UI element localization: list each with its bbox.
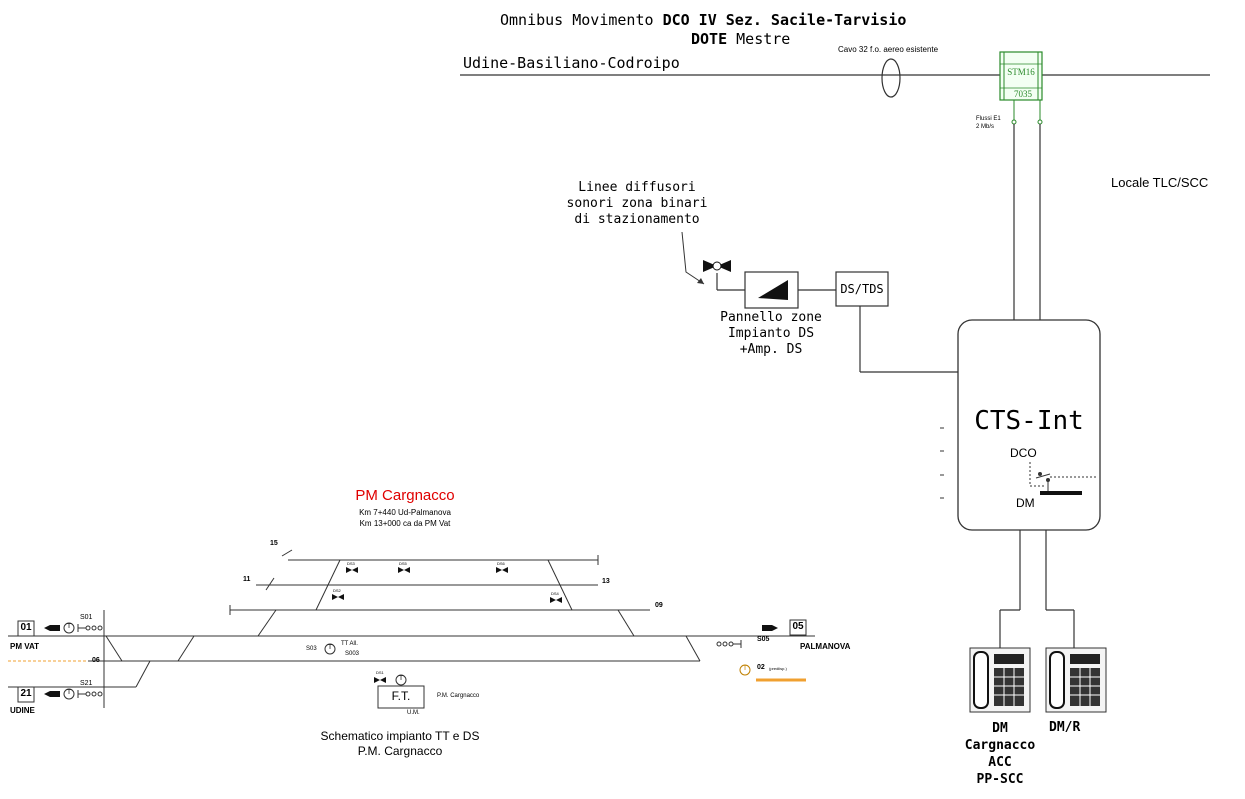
cts-int-box	[957, 319, 1101, 531]
speaker-icon	[703, 260, 731, 272]
amplifier-icon	[758, 280, 788, 300]
caption-l2: P.M. Cargnacco	[357, 744, 443, 758]
speaker-ds6: DS6	[497, 561, 505, 566]
phone-left-label: DM Cargnacco ACC PP-SCC	[940, 720, 1060, 788]
header-line2: DOTE Mestre	[691, 30, 790, 48]
header-dco: DCO IV Sez. Sacile-Tarvisio	[662, 11, 907, 29]
signal-s05: S05	[757, 636, 770, 643]
track-09: 09	[655, 602, 663, 609]
linee-l2: sonori zona binari	[566, 196, 708, 211]
ft-pm-label: P.M. Cargnacco	[437, 693, 480, 699]
caption-l1: Schematico impianto TT e DS	[320, 729, 480, 743]
stm-label-top: STM16	[1007, 67, 1035, 77]
header-omnibus: Omnibus Movimento	[500, 11, 654, 29]
ft-label: F.T.	[391, 689, 411, 703]
s003-label: S003	[345, 651, 360, 657]
udine-label: UDINE	[10, 706, 35, 715]
station-km1: Km 7+440 Ud-Palmanova	[359, 508, 451, 517]
t-icon: T	[66, 689, 72, 696]
signal-s21: S21	[80, 680, 93, 687]
s03-label: S03	[306, 646, 317, 652]
cts-title: CTS-Int	[974, 406, 1084, 436]
phone-left-l3: ACC	[988, 755, 1012, 770]
speaker-ds3: DS3	[347, 561, 355, 566]
tt-all-label: TT All.	[341, 641, 358, 647]
cable-ellipse-icon	[881, 58, 901, 98]
pm-vat-label: PM VAT	[10, 642, 40, 651]
telephone-icon	[969, 647, 1031, 713]
locale-label: Locale TLC/SCC	[1111, 175, 1209, 190]
header-dote: DOTE	[691, 30, 728, 48]
phone-left-l4: PP-SCC	[976, 772, 1024, 787]
schematic-caption: Schematico impianto TT e DS P.M. Cargnac…	[300, 729, 500, 759]
station-title: PM Cargnacco	[355, 487, 455, 504]
ds-tds-label: DS/TDS	[840, 282, 884, 296]
pannello-l2: Impianto DS	[727, 326, 815, 341]
station-km2: Km 13+000 ca da PM Vat	[359, 519, 451, 528]
track-schematic	[8, 549, 815, 708]
um-label: U.M.	[407, 710, 420, 716]
pannello-l1: Pannello zone	[720, 310, 822, 325]
flussi-l1: Flussi E1	[976, 116, 1001, 122]
station-km: Km 7+440 Ud-Palmanova Km 13+000 ca da PM…	[300, 507, 510, 529]
phone-right-label: DM/R	[1049, 720, 1081, 735]
linee-l1: Linee diffusori	[578, 180, 696, 195]
speaker-ds1: DS1	[376, 670, 384, 675]
cable-label: Cavo 32 f.o. aereo esistente	[838, 45, 939, 54]
header-mestre: Mestre	[736, 30, 791, 48]
header-line1: Omnibus Movimento DCO IV Sez. Sacile-Tar…	[500, 11, 906, 29]
prediisp-label: (prediisp.)	[769, 666, 787, 671]
pannello-label: Pannello zone Impianto DS +Amp. DS	[706, 310, 836, 358]
t-icon: T	[66, 623, 72, 630]
track-15: 15	[270, 540, 278, 547]
telephone-icon	[1045, 647, 1107, 713]
palmanova-label: PALMANOVA	[800, 642, 851, 651]
pannello-l3: +Amp. DS	[739, 342, 803, 357]
phone-left-l1: DM	[992, 721, 1008, 736]
linee-l3: di stazionamento	[574, 212, 700, 227]
speaker-ds4: DS4	[551, 591, 559, 596]
flussi-label: Flussi E1 2 Mb/s	[976, 115, 1001, 131]
signal-s01: S01	[80, 614, 93, 621]
dco-dm-switch-icon	[1029, 462, 1098, 495]
line-label: Udine-Basiliano-Codroipo	[463, 54, 680, 72]
phone-left-l2: Cargnacco	[964, 738, 1036, 753]
stm-label-bottom: 7035	[1014, 89, 1032, 99]
box-05: 05	[792, 621, 804, 632]
p02-label: 02	[757, 664, 765, 671]
t-icon: T	[327, 644, 333, 651]
track-11: 11	[243, 576, 251, 583]
ds-tds-box	[835, 271, 889, 307]
track-13: 13	[602, 578, 610, 585]
t-icon: T	[742, 665, 748, 672]
flussi-l2: 2 Mb/s	[976, 124, 995, 130]
cts-dco: DCO	[1010, 446, 1037, 460]
box-01: 01	[20, 622, 32, 633]
stm16-device	[999, 51, 1043, 125]
speaker-ds2: DS2	[333, 588, 341, 593]
speaker-ds5: DS5	[399, 561, 407, 566]
track-06: 06	[92, 657, 100, 664]
t-icon: T	[398, 675, 404, 682]
box-21: 21	[20, 688, 32, 699]
linee-label: Linee diffusori sonori zona binari di st…	[552, 180, 722, 228]
cts-dm: DM	[1016, 496, 1035, 510]
